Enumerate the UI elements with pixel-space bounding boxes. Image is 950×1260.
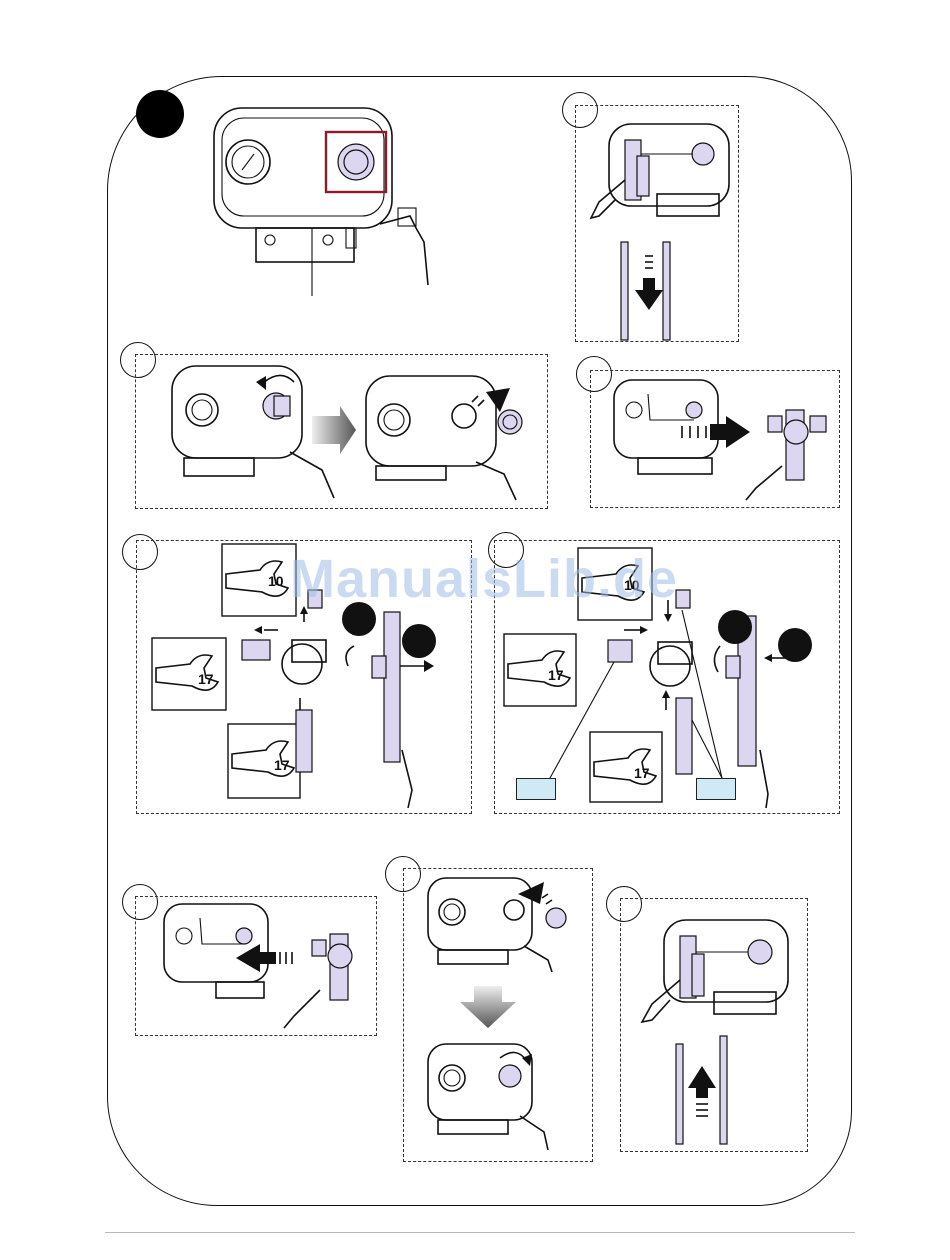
watermark: ManualsLib.de xyxy=(290,548,678,610)
arrow-icon xyxy=(460,986,516,1028)
section-marker-dot xyxy=(136,90,184,138)
arrow-icon xyxy=(312,406,356,454)
arrow-icon xyxy=(472,388,510,412)
valve-parts-assembly xyxy=(510,580,830,812)
rotate-arrow-icon xyxy=(262,375,294,384)
svg-text:17: 17 xyxy=(198,671,214,687)
callout-dot xyxy=(718,610,752,644)
reference-label-box xyxy=(516,778,556,800)
arrow-icon xyxy=(682,416,750,448)
callout-dot xyxy=(778,628,812,662)
device-illustration xyxy=(630,916,800,1148)
device-illustration xyxy=(424,1036,574,1156)
wrench-icon: 17 xyxy=(152,638,226,710)
device-illustration-main xyxy=(210,100,440,300)
rotate-arrow-icon xyxy=(714,646,720,672)
arrow-icon xyxy=(635,256,663,310)
reference-label-box xyxy=(696,778,736,800)
arrow-icon xyxy=(236,944,292,972)
page-bottom-rule xyxy=(105,1232,855,1233)
device-illustration xyxy=(364,362,544,502)
device-illustration xyxy=(424,874,574,974)
callout-dot xyxy=(402,624,436,658)
arrow-icon xyxy=(518,882,552,904)
arrow-icon xyxy=(688,1066,716,1116)
rotate-arrow-icon xyxy=(346,646,354,666)
device-illustration xyxy=(610,376,840,506)
rotate-arrow-icon xyxy=(500,1052,526,1060)
device-illustration xyxy=(585,120,735,340)
device-illustration xyxy=(160,900,374,1034)
